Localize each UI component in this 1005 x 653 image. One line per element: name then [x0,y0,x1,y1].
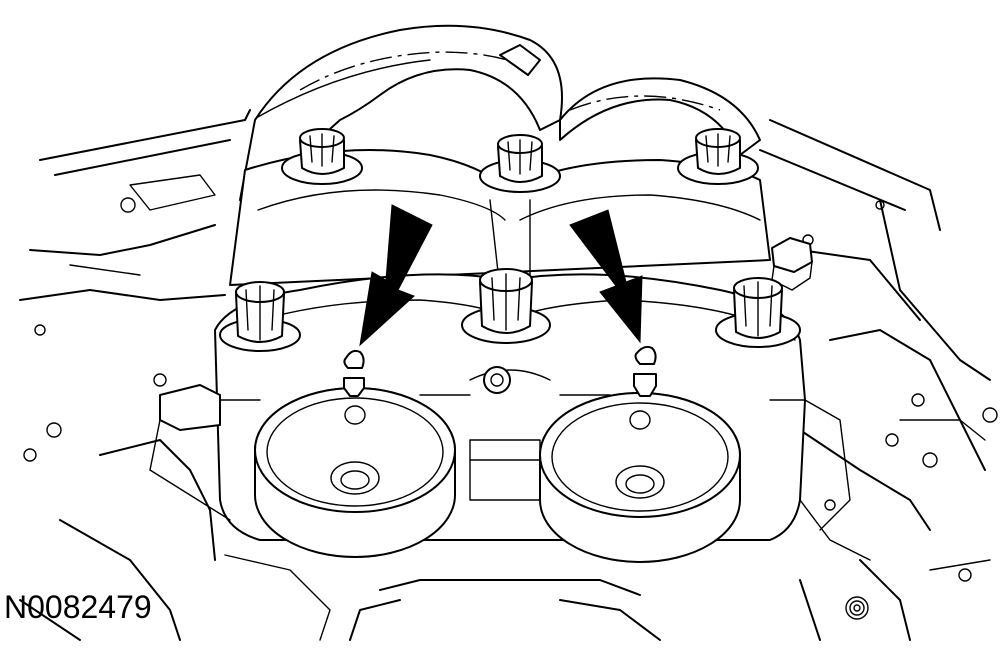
cap-bolt [281,128,363,185]
right-timing-mark-arrow [569,209,643,344]
threaded-hole [845,596,869,620]
cap-bolt [479,134,561,193]
left-timing-mark-arrow [359,204,433,347]
right-camshaft-gear [539,392,741,563]
cap-bolt [677,128,759,185]
right-bracket [799,399,871,561]
left-camshaft-gear [254,387,456,558]
main-cap-bolts [219,268,801,352]
cap-bolt [219,281,301,352]
left-camshaft-timing-mark [343,349,365,397]
cylinder-head-outline [19,109,991,641]
cap-bolt [715,277,801,348]
center-dowel [483,366,511,394]
left-bracket [149,384,231,521]
timing-cover [239,24,761,206]
right-camshaft-timing-mark [633,345,657,397]
figure-id-label: N0082479 [4,589,152,625]
side-hex-bolt [771,237,813,291]
upper-cap-bolts [281,128,759,193]
cap-bolt [461,268,551,344]
